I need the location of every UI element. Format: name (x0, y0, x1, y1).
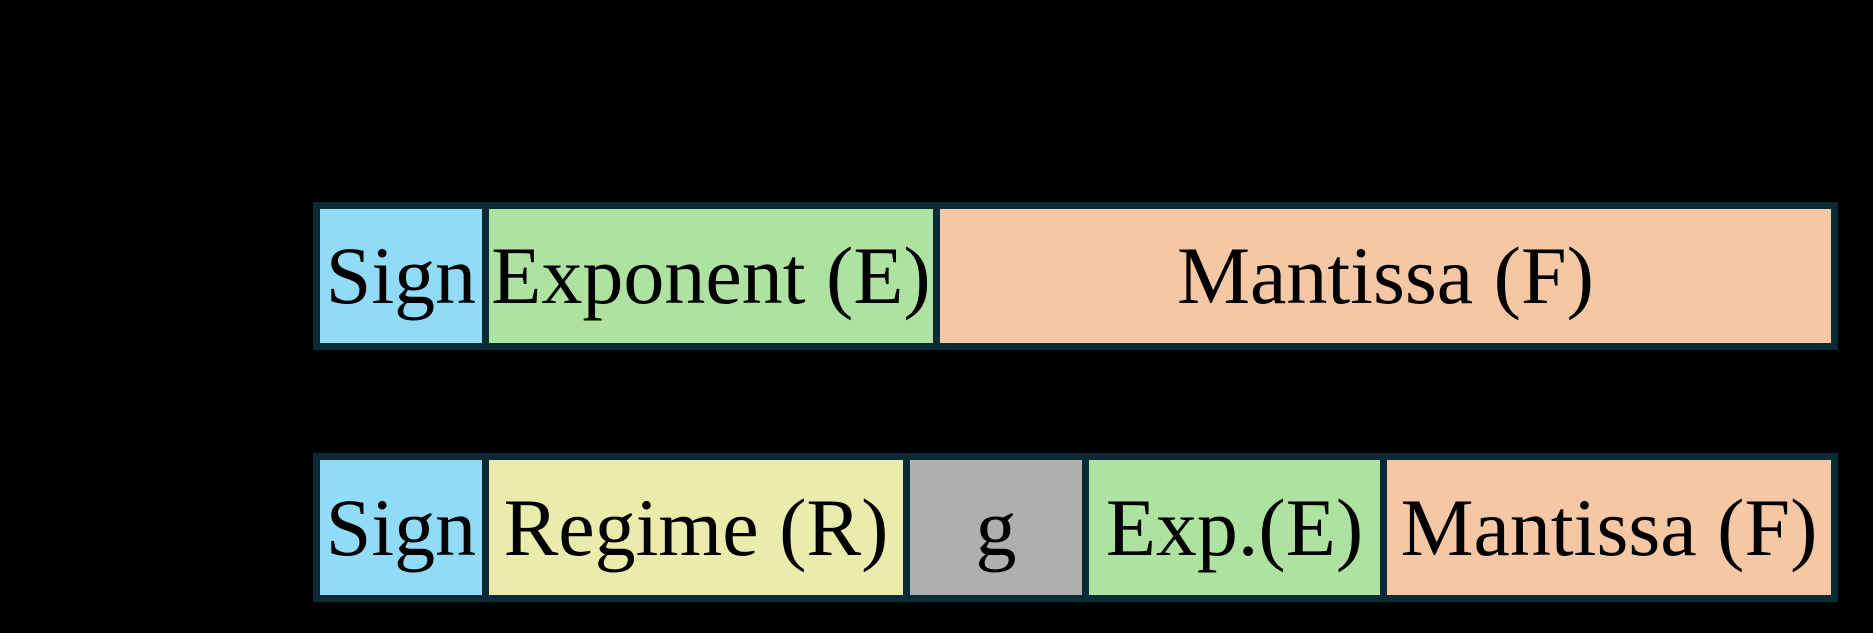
field-regime: Regime (R) (489, 460, 903, 595)
float-format-row: Sign Exponent (E) Mantissa (F) (313, 202, 1838, 350)
field-sign: Sign (320, 460, 482, 595)
field-mantissa: Mantissa (F) (1387, 460, 1831, 595)
field-mantissa: Mantissa (F) (940, 209, 1831, 343)
field-guard-g: g (910, 460, 1082, 595)
field-exp: Exp.(E) (1089, 460, 1380, 595)
field-sign: Sign (320, 209, 482, 343)
posit-format-row: Sign Regime (R) g Exp.(E) Mantissa (F) (313, 453, 1838, 602)
field-exponent: Exponent (E) (489, 209, 933, 343)
